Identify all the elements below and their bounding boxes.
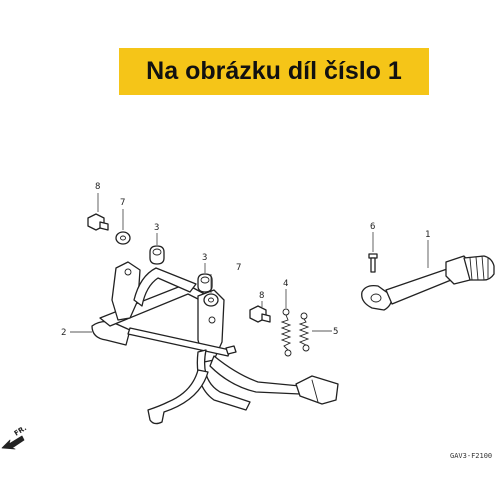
callout-1: 1 — [425, 230, 430, 240]
front-direction-label: FR. — [13, 424, 28, 438]
diagram-code: GAV3-F2100 — [450, 452, 492, 460]
bolt-part-8b — [249, 305, 271, 323]
callout-8a: 8 — [95, 182, 100, 192]
callout-7b: 7 — [236, 263, 241, 273]
callout-5: 5 — [333, 327, 338, 337]
callout-8b: 8 — [259, 291, 264, 301]
collar-part-3b — [197, 273, 213, 293]
callout-3a: 3 — [154, 223, 159, 233]
collar-part-3a — [149, 245, 165, 265]
spring-part-4 — [280, 308, 292, 357]
banner-text: Na obrázku díl číslo 1 — [146, 57, 402, 85]
bolt-part-8a — [87, 213, 109, 231]
callout-7a: 7 — [120, 198, 125, 208]
callout-4: 4 — [283, 279, 288, 289]
washer-part-7b — [203, 293, 219, 307]
spring-part-5 — [298, 312, 310, 352]
callout-6: 6 — [370, 222, 375, 232]
front-direction-arrow-icon — [1, 435, 25, 450]
leader-lines — [70, 193, 429, 333]
bolt-part-6 — [368, 253, 378, 273]
kick-starter-arm-part-1 — [361, 255, 495, 311]
washer-part-7a — [115, 231, 131, 245]
main-stand-part — [91, 261, 339, 425]
callout-2: 2 — [61, 328, 66, 338]
callout-3b: 3 — [202, 253, 207, 263]
highlight-banner: Na obrázku díl číslo 1 — [119, 48, 429, 95]
